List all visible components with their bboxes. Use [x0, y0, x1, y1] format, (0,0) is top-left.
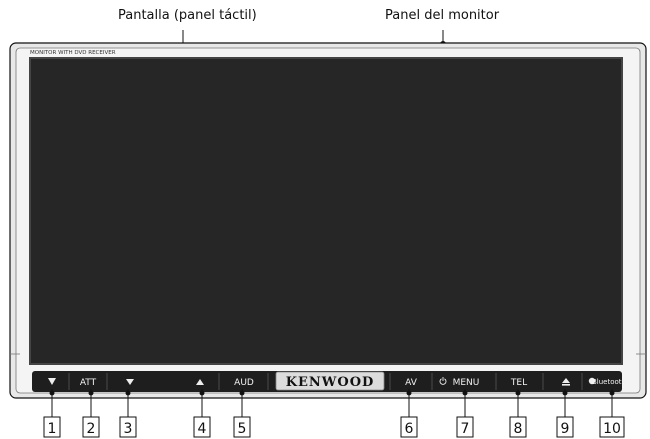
number-box-7: 7: [456, 416, 474, 438]
svg-text:10: 10: [603, 421, 621, 437]
up-arrow-icon: [196, 379, 204, 385]
av-button[interactable]: AV: [405, 378, 418, 388]
down-arrow-icon: [126, 379, 134, 385]
number-box-9: 9: [556, 416, 574, 438]
number-box-2: 2: [82, 416, 100, 438]
svg-text:2: 2: [87, 421, 96, 437]
menu-button[interactable]: MENU: [439, 377, 480, 388]
menu-label: MENU: [453, 378, 480, 388]
number-box-8: 8: [509, 416, 527, 438]
model-label: MONITOR WITH DVD RECEIVER: [30, 50, 116, 56]
aud-button[interactable]: AUD: [234, 378, 254, 388]
touch-screen[interactable]: [29, 57, 623, 365]
svg-text:5: 5: [238, 421, 247, 437]
power-icon: [439, 377, 447, 385]
att-button[interactable]: ATT: [80, 378, 97, 388]
svg-text:9: 9: [561, 421, 570, 437]
rocker-button[interactable]: [126, 379, 204, 385]
number-box-5: 5: [233, 416, 251, 438]
eject-button[interactable]: [562, 378, 570, 386]
eject-icon: [562, 378, 570, 383]
bluetooth-label: Bluetooth: [592, 378, 626, 386]
number-box-1: 1: [43, 416, 61, 438]
bluetooth-button[interactable]: Bluetooth: [588, 377, 626, 386]
svg-text:8: 8: [514, 421, 523, 437]
brand-plate: [275, 371, 385, 391]
tel-button[interactable]: TEL: [510, 378, 527, 388]
screen-callout-label: Pantalla (panel táctil): [118, 8, 257, 23]
number-box-4: 4: [193, 416, 211, 438]
down-triangle-icon: [48, 378, 56, 385]
brand-logo: KENWOOD: [286, 375, 375, 390]
svg-text:6: 6: [405, 421, 414, 437]
svg-text:4: 4: [198, 421, 207, 437]
number-box-3: 3: [119, 416, 137, 438]
monitor-panel-callout-label: Panel del monitor: [385, 8, 500, 23]
button-leader-dots: [49, 390, 615, 396]
svg-text:1: 1: [48, 421, 57, 437]
svg-text:3: 3: [124, 421, 133, 437]
svg-text:7: 7: [461, 421, 470, 437]
number-box-6: 6: [400, 416, 418, 438]
bluetooth-icon: [588, 377, 596, 385]
button-1[interactable]: [48, 378, 56, 385]
number-box-10: 10: [599, 416, 625, 438]
